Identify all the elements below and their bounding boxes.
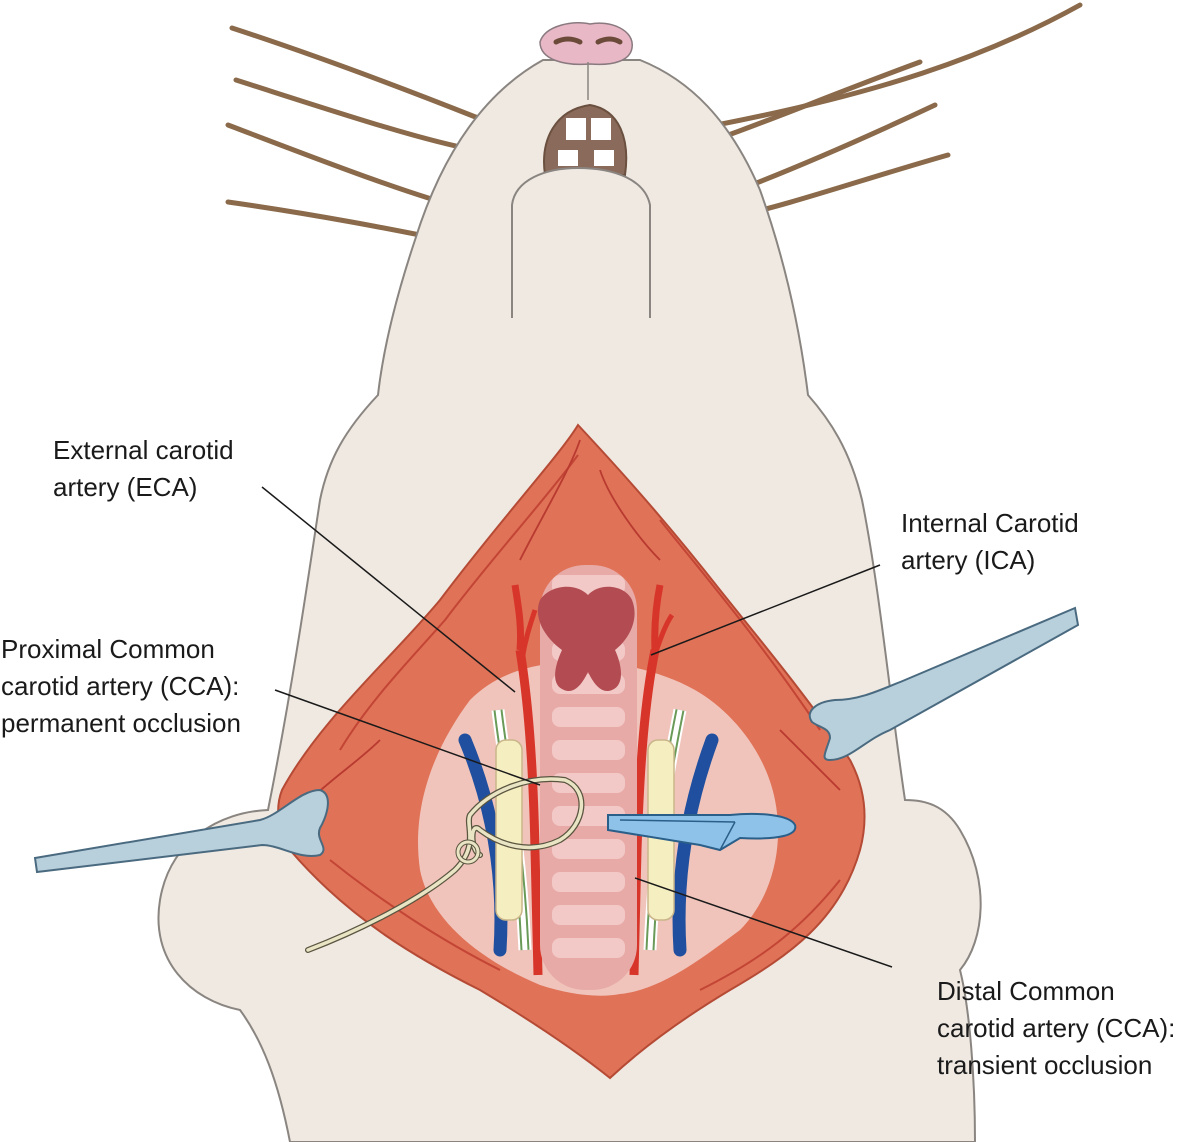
label-distal-common-carotid-artery: Distal Common carotid artery (CCA): tran…: [937, 973, 1175, 1084]
label-line: permanent occlusion: [1, 705, 241, 742]
label-proximal-common-carotid-artery: Proximal Common carotid artery (CCA): pe…: [1, 631, 241, 742]
label-line: Distal Common: [937, 973, 1175, 1010]
label-line: External carotid: [53, 432, 234, 469]
label-line: Internal Carotid: [901, 505, 1079, 542]
chin: [512, 168, 650, 318]
label-external-carotid-artery: External carotid artery (ECA): [53, 432, 234, 506]
label-internal-carotid-artery: Internal Carotid artery (ICA): [901, 505, 1079, 579]
label-line: Proximal Common: [1, 631, 241, 668]
label-line: carotid artery (CCA):: [937, 1010, 1175, 1047]
label-line: artery (ECA): [53, 469, 234, 506]
left-nerve-pad: [496, 740, 522, 920]
label-line: carotid artery (CCA):: [1, 668, 241, 705]
label-line: transient occlusion: [937, 1047, 1175, 1084]
label-line: artery (ICA): [901, 542, 1079, 579]
